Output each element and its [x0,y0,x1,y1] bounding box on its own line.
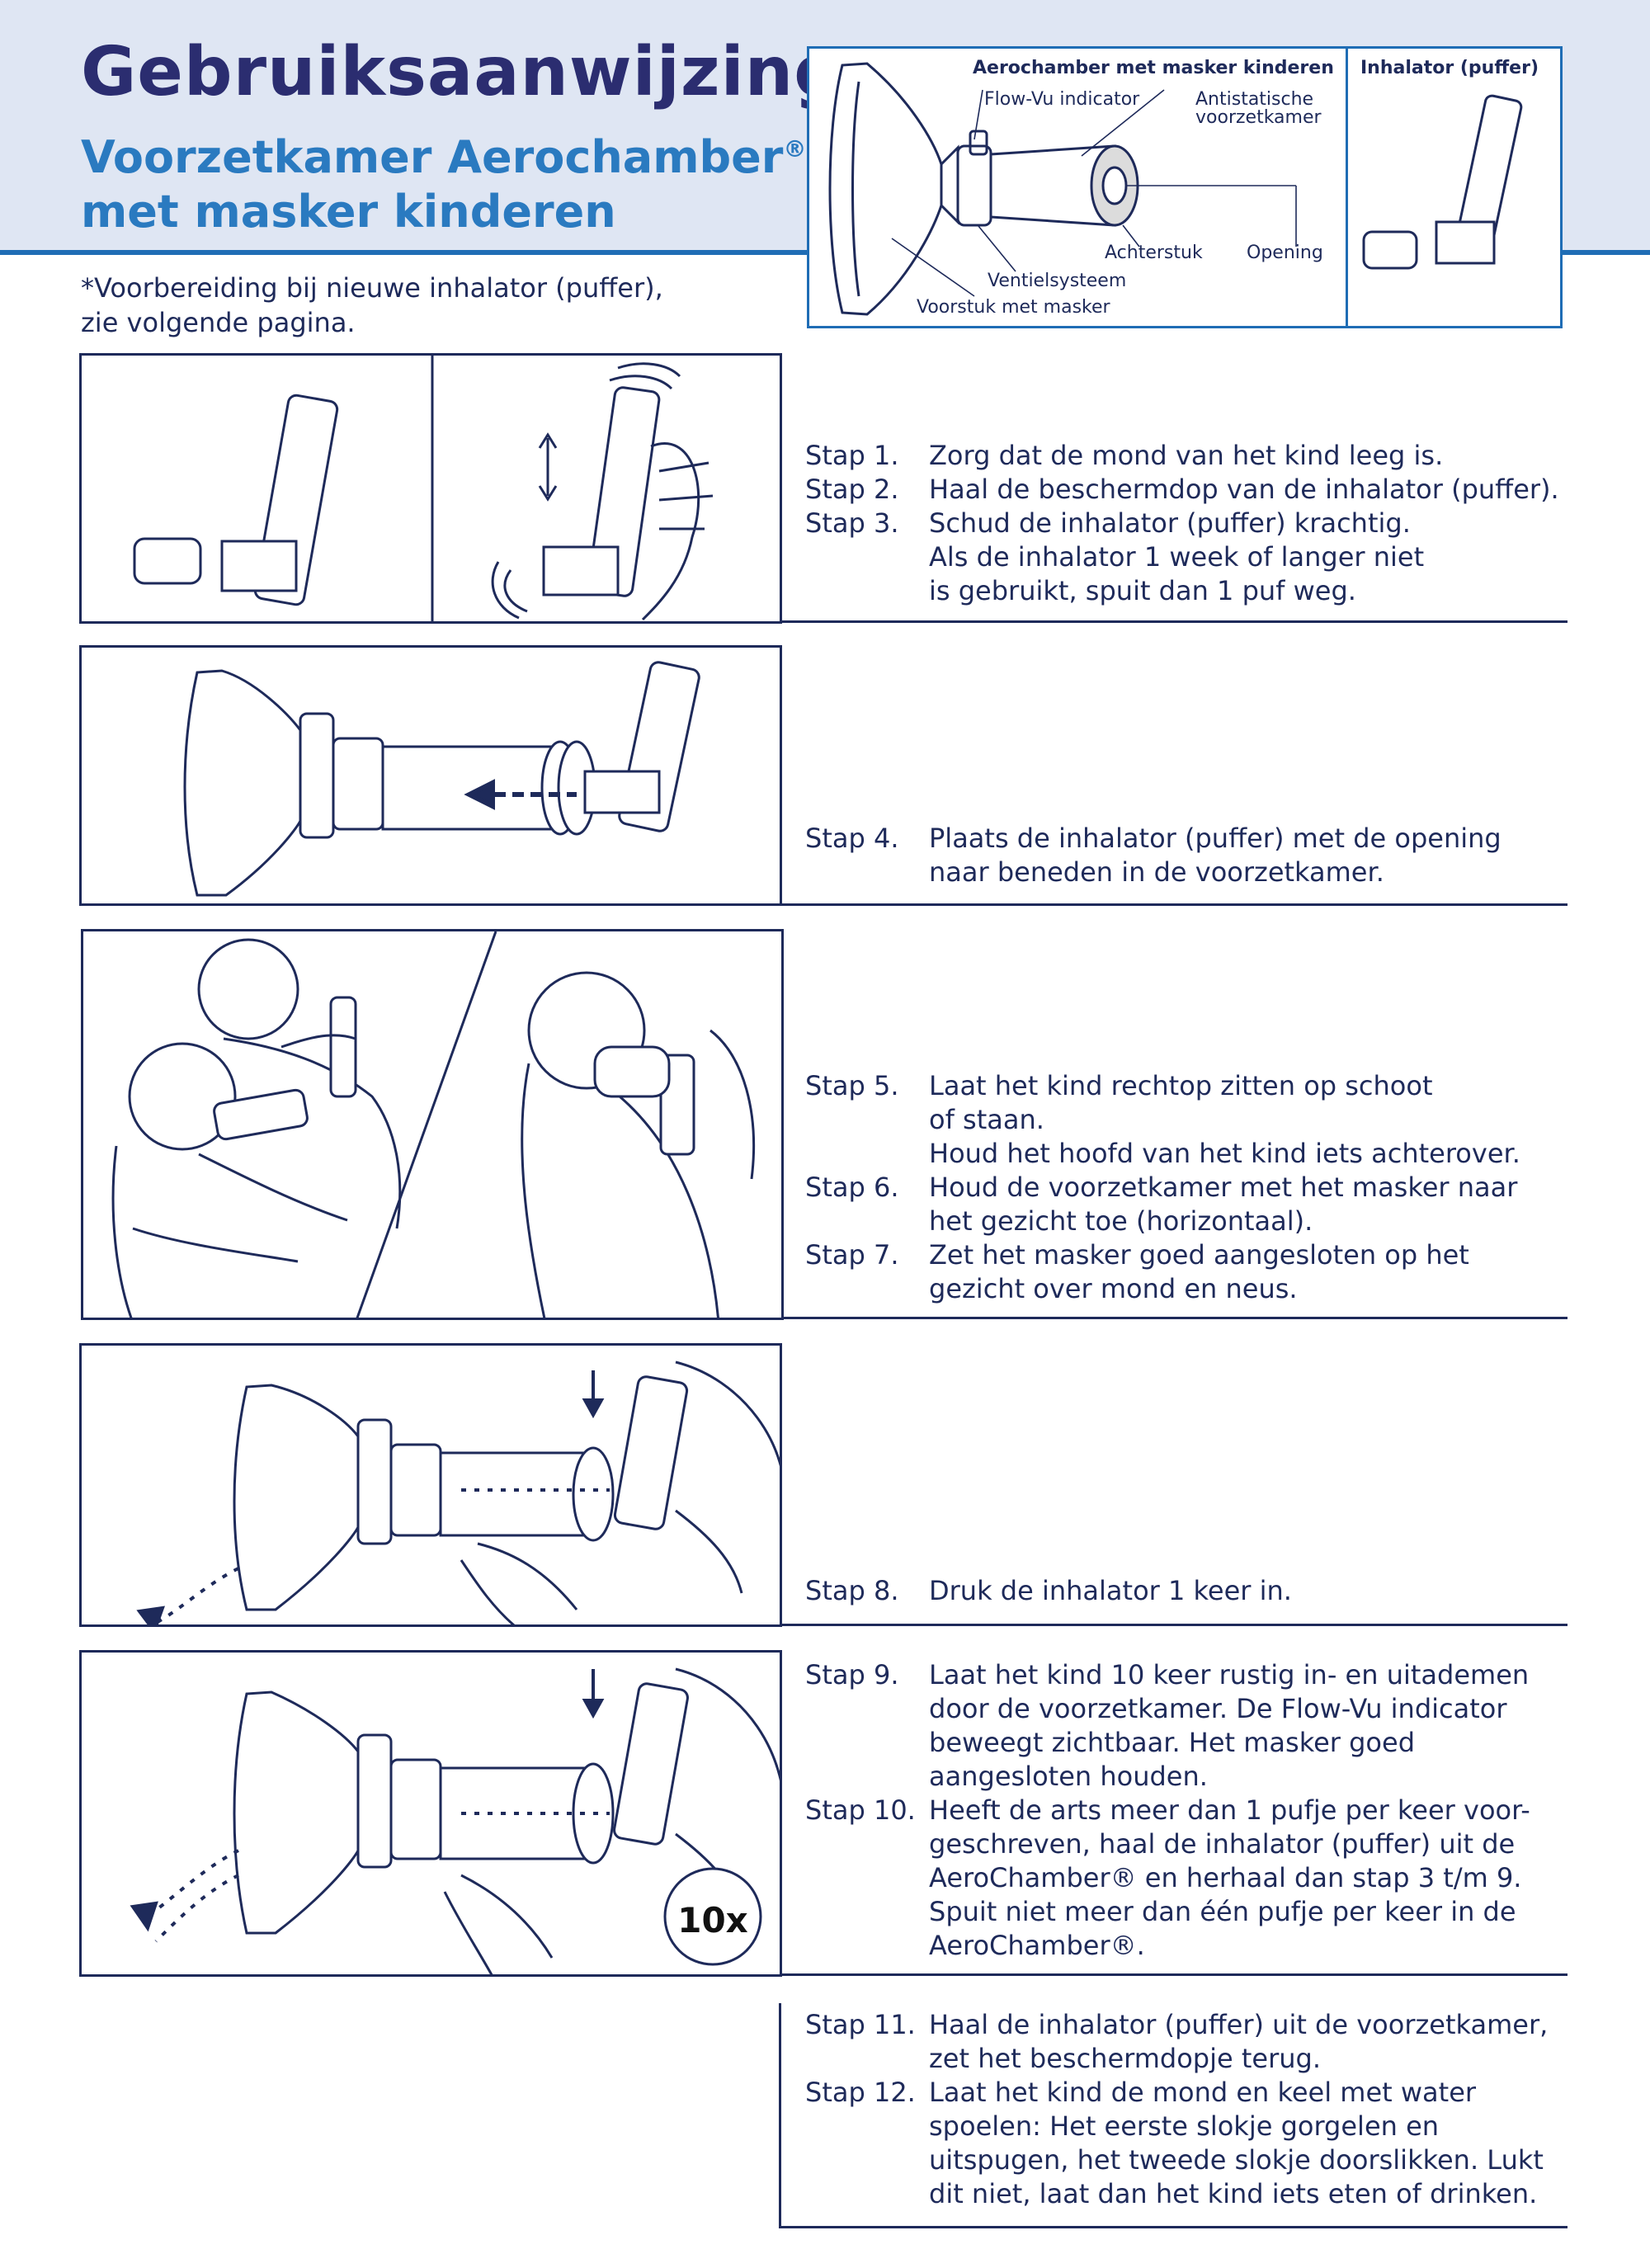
steps-9-10: Stap 9.Laat het kind 10 keer rustig in- … [805,1658,1556,1963]
steps-5-7: Stap 5.Laat het kind rechtop zitten op s… [805,1069,1556,1306]
steps-1-3: Stap 1.Zorg dat de mond van het kind lee… [805,439,1559,608]
legend-title-inhaler: Inhalator (puffer) [1360,58,1539,78]
label-opening: Opening [1247,243,1323,263]
step-3: Stap 3.Schud de inhalator (puffer) krach… [805,507,1425,606]
step-8: Stap 8.Druk de inhalator 1 keer in. [805,1575,1292,1606]
divider-6 [779,2226,1568,2228]
step-12: Stap 12.Laat het kind de mond en keel me… [805,2077,1544,2209]
panel-step-4 [79,645,782,906]
note-line1: *Voorbereiding bij nieuwe inhalator (puf… [81,272,663,304]
page-title: Gebruiksaanwijzing [81,33,843,111]
step-5: Stap 5.Laat het kind rechtop zitten op s… [805,1070,1520,1169]
steps-4: Stap 4.Plaats de inhalator (puffer) met … [805,822,1556,889]
parts-legend: Aerochamber met masker kinderen Inhalato… [807,46,1563,328]
illustration-breathe [130,1667,780,1974]
illustration-insert-inhaler [183,661,700,897]
step-6: Stap 6.Houd de voorzetkamer met het mask… [805,1172,1518,1237]
subtitle-line2: met masker kinderen [81,186,616,238]
label-antistatic-1: Antistatische [1195,89,1314,110]
label-ventielsysteem: Ventielsysteem [988,271,1127,291]
legend-divider [1346,49,1348,326]
steps-11-12: Stap 11.Haal de inhalator (puffer) uit d… [805,2008,1556,2211]
label-achterstuk: Achterstuk [1105,243,1203,263]
label-voorstuk: Voorstuk met masker [917,297,1110,318]
label-flow-vu: Flow-Vu indicator [984,89,1140,110]
panel-step-8 [79,1343,782,1627]
subtitle-line1: Voorzetkamer Aerochamber [81,131,784,183]
step-9: Stap 9.Laat het kind 10 keer rustig in- … [805,1659,1530,1792]
panel-steps-1-3 [79,353,782,624]
note-line2: zie volgende pagina. [81,307,356,338]
divider-1 [782,620,1568,623]
step-1: Stap 1.Zorg dat de mond van het kind lee… [805,440,1444,471]
panel-steps-5-7 [81,929,784,1320]
step-7: Stap 7.Zet het masker goed aangesloten o… [805,1239,1469,1304]
illustration-press-inhaler [136,1360,780,1624]
divider-2 [782,903,1568,906]
steps-11-12-bracket [779,2003,781,2228]
page-subtitle: Voorzetkamer Aerochamber® met masker kin… [81,122,806,239]
divider-5 [782,1973,1568,1976]
aerochamber-diagram [828,62,1523,316]
illustration-child-posture [111,931,755,1318]
step-10: Stap 10.Heeft de arts meer dan 1 pufje p… [805,1794,1530,1961]
divider-3 [782,1317,1568,1319]
divider-4 [782,1624,1568,1626]
preparation-note: *Voorbereiding bij nieuwe inhalator (puf… [81,271,757,340]
step-11: Stap 11.Haal de inhalator (puffer) uit d… [805,2009,1549,2074]
label-antistatic-2: voorzetkamer [1195,107,1322,128]
step-2: Stap 2.Haal de beschermdop van de inhala… [805,474,1559,505]
ten-times-badge: 10x [677,1900,748,1940]
panel-steps-9-10: 10x [79,1650,782,1977]
legend-title-aerochamber: Aerochamber met masker kinderen [973,58,1334,78]
illustration-cap-and-shake [133,356,714,621]
step-4: Stap 4.Plaats de inhalator (puffer) met … [805,823,1502,888]
steps-8: Stap 8.Druk de inhalator 1 keer in. [805,1574,1556,1608]
registered-mark: ® [783,135,807,163]
